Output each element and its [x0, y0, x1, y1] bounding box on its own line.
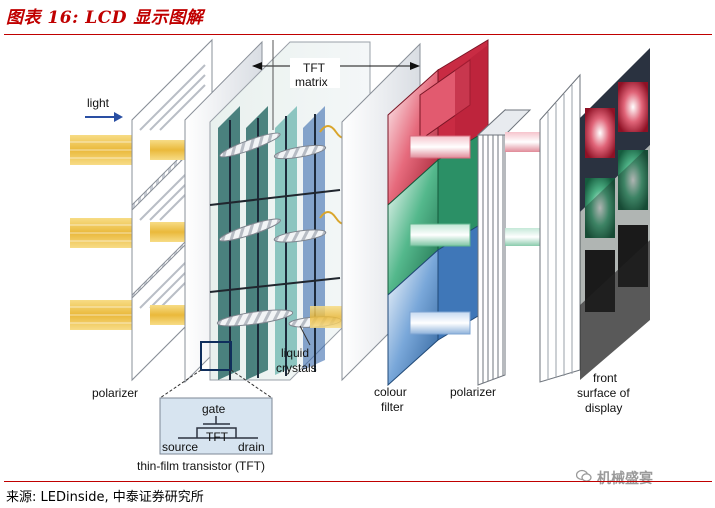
display-pixel-red-1	[585, 108, 615, 158]
colour-filter	[387, 39, 489, 387]
liquid-crystals-label-line1: liquid	[281, 346, 309, 360]
light-beams	[70, 135, 132, 330]
title-rule	[4, 34, 712, 35]
colored-light-pipes	[409, 135, 471, 335]
tft-inset-caption: thin-film transistor (TFT)	[137, 459, 265, 473]
figure-title: 图表 16: LCD 显示图解	[6, 8, 204, 28]
tft-inset	[159, 397, 273, 455]
polarizer-right-label: polarizer	[450, 385, 496, 399]
tft-zoom-marker	[159, 341, 273, 399]
display-pixel-red-2	[618, 82, 648, 132]
tft-inset-source-label: source	[162, 440, 198, 454]
display-pixel-green-1	[585, 178, 615, 238]
front-label-line1: front	[593, 371, 618, 385]
polarizer-left-label: polarizer	[92, 386, 138, 400]
watermark: 机械盛宴	[597, 471, 653, 487]
source-note: 来源: LEDinside, 中泰证券研究所	[6, 490, 204, 505]
front-surface-display	[539, 48, 650, 383]
light-arrow-icon	[85, 112, 123, 122]
tft-inset-tft-label: TFT	[206, 430, 229, 444]
liquid-crystals-label-line2: crystals	[276, 361, 317, 375]
tft-matrix-label-line1: TFT	[303, 61, 326, 75]
tft-inset-drain-label: drain	[238, 440, 265, 454]
light-label: light	[87, 96, 110, 110]
front-label-line3: display	[585, 401, 622, 415]
polarizer-right	[476, 108, 532, 386]
light-after-right-polarizer	[505, 132, 545, 246]
colour-filter-label-line1: colour	[374, 385, 407, 399]
light-after-polarizer	[150, 140, 195, 325]
footer-rule	[4, 481, 712, 482]
display-pixel-green-2	[618, 150, 648, 210]
tft-matrix-label-line2: matrix	[295, 75, 328, 89]
tft-inset-gate-label: gate	[202, 402, 226, 416]
front-label-line2: surface of	[577, 386, 630, 400]
colour-filter-label-line2: filter	[381, 400, 404, 414]
liquid-crystals-pointer	[299, 325, 311, 346]
tft-matrix-label-bg	[290, 58, 340, 88]
